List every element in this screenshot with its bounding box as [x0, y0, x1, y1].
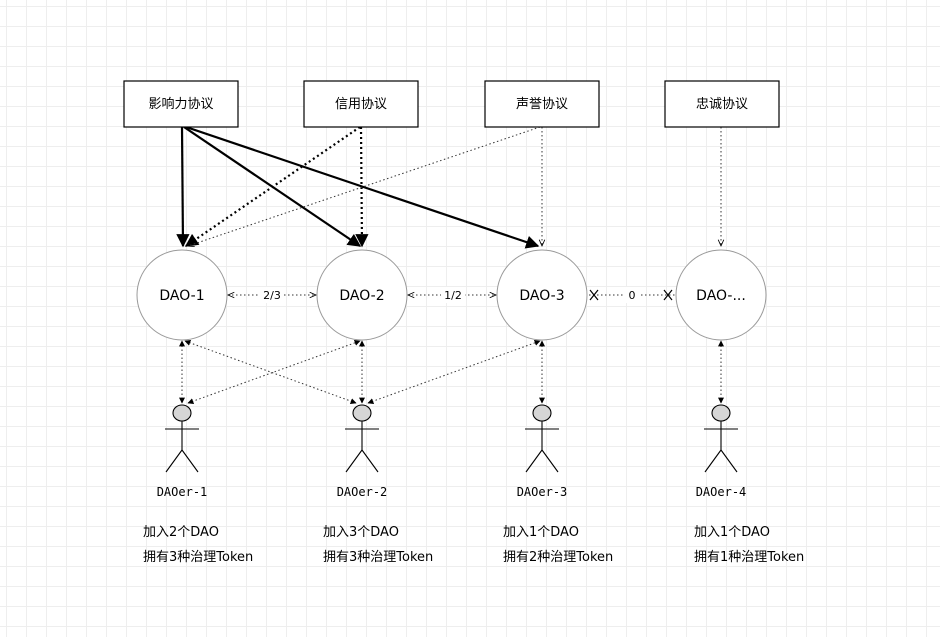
- protocol-label: 忠诚协议: [696, 97, 748, 112]
- member-3: DAOer-3 加入1个DAO 拥有2种治理Token: [503, 404, 613, 565]
- link-label: 0: [629, 289, 636, 302]
- member-2: DAOer-2 加入3个DAO 拥有3种治理Token: [323, 404, 433, 565]
- cross-mark: [663, 289, 673, 301]
- person-icon: [525, 404, 559, 473]
- protocol-box-reputation: 声誉协议: [484, 80, 600, 128]
- protocol-box-credit: 信用协议: [303, 80, 419, 128]
- protocol-label: 信用协议: [335, 97, 387, 112]
- member-name: DAOer-3: [517, 485, 568, 499]
- protocol-edges: [176, 125, 721, 249]
- dao-node-2: DAO-2: [316, 249, 408, 341]
- member-name: DAOer-4: [696, 485, 747, 499]
- person-icon: [704, 404, 738, 473]
- person-icon: [165, 404, 199, 473]
- dao-label: DAO-2: [339, 288, 384, 304]
- cross-mark: [589, 289, 599, 301]
- edge-credit-dao1: [184, 126, 361, 247]
- members: DAOer-1 加入2个DAO 拥有3种治理Token DAOer-2 加入3个…: [143, 404, 804, 565]
- dao-node-3: DAO-3: [496, 249, 588, 341]
- member-name: DAOer-1: [157, 485, 208, 499]
- dao-node-4: DAO-...: [675, 249, 767, 341]
- member-joined: 加入2个DAO: [143, 525, 219, 540]
- member-edges: [179, 340, 724, 404]
- person-icon: [345, 404, 379, 473]
- dao-label: DAO-...: [696, 288, 746, 304]
- protocol-label: 影响力协议: [148, 96, 213, 112]
- edge-daoer2-dao1: [184, 340, 357, 404]
- edge-daoer1-dao2: [187, 340, 361, 404]
- edge-daoer2-dao3: [367, 340, 541, 404]
- edge-influence-dao1: [176, 126, 190, 248]
- dao-label: DAO-1: [159, 288, 204, 304]
- dao-label: DAO-3: [519, 288, 564, 304]
- member-4: DAOer-4 加入1个DAO 拥有1种治理Token: [694, 404, 804, 565]
- protocol-box-loyalty: 忠诚协议: [664, 80, 780, 128]
- dao-links: 2/3 1/2 0: [228, 287, 675, 303]
- member-joined: 加入3个DAO: [323, 525, 399, 540]
- link-label: 1/2: [444, 289, 462, 302]
- link-label: 2/3: [263, 289, 281, 302]
- protocol-label: 声誉协议: [516, 97, 568, 112]
- member-tokens: 拥有2种治理Token: [503, 550, 613, 565]
- member-1: DAOer-1 加入2个DAO 拥有3种治理Token: [143, 404, 253, 565]
- member-tokens: 拥有3种治理Token: [323, 550, 433, 565]
- member-tokens: 拥有1种治理Token: [694, 550, 804, 565]
- member-joined: 加入1个DAO: [694, 525, 770, 540]
- dao-nodes: DAO-1 DAO-2 DAO-3 DAO-...: [136, 249, 767, 341]
- protocol-boxes: 影响力协议 信用协议 声誉协议 忠诚协议: [123, 80, 780, 128]
- member-joined: 加入1个DAO: [503, 525, 579, 540]
- member-name: DAOer-2: [337, 485, 388, 499]
- edge-influence-dao3: [185, 125, 540, 249]
- dao-node-1: DAO-1: [136, 249, 228, 341]
- protocol-box-influence: 影响力协议: [123, 80, 239, 128]
- member-tokens: 拥有3种治理Token: [143, 550, 253, 565]
